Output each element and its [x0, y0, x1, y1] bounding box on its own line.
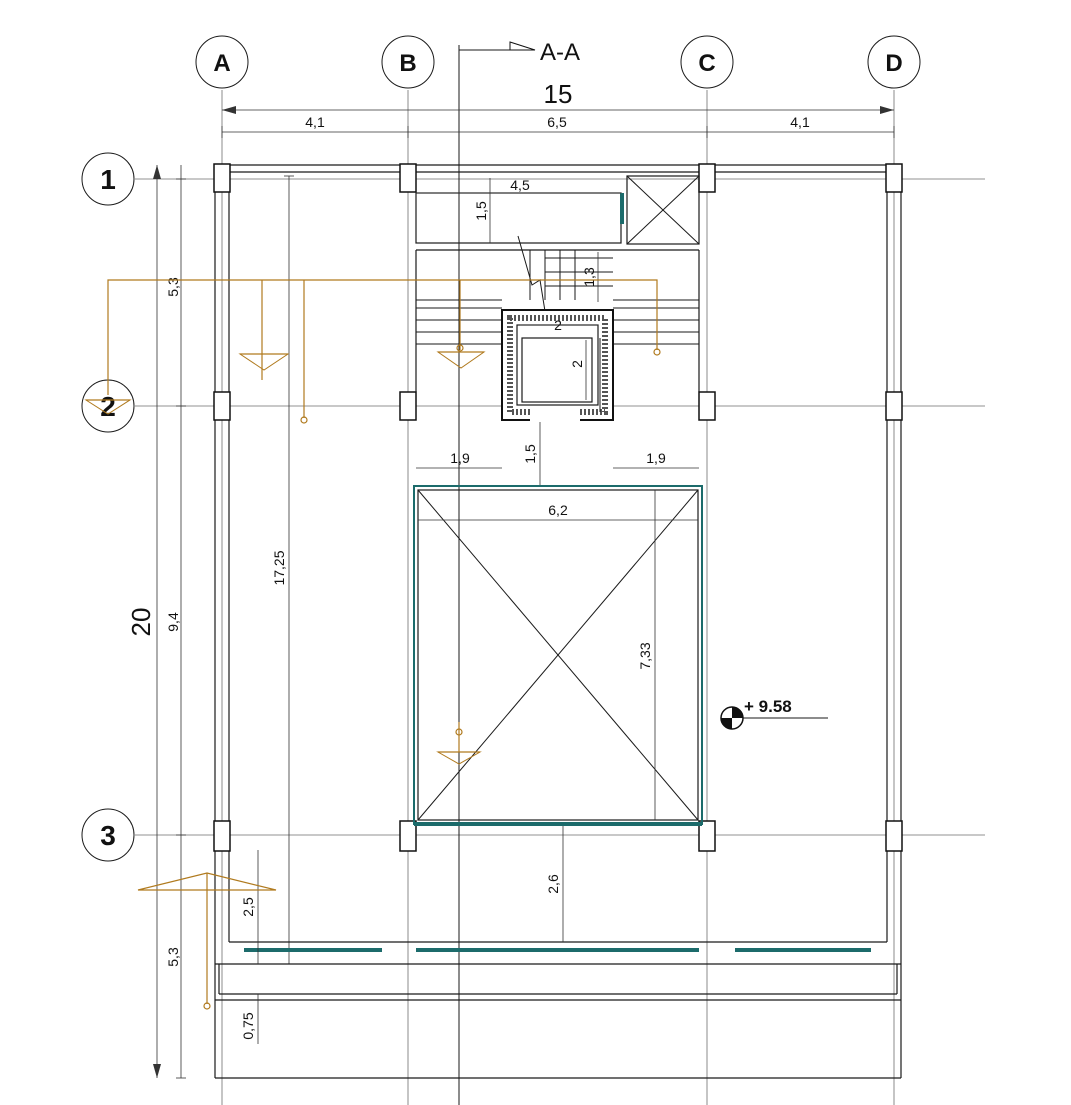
- svg-text:1,9: 1,9: [450, 450, 470, 466]
- stair: 1,3: [415, 235, 700, 392]
- svg-text:2,6: 2,6: [545, 874, 561, 894]
- svg-text:5,3: 5,3: [165, 277, 181, 297]
- courtyard-void: 6,2 7,33: [413, 485, 703, 826]
- svg-text:5,3: 5,3: [165, 947, 181, 967]
- svg-text:1,9: 1,9: [646, 450, 666, 466]
- svg-text:1,5: 1,5: [522, 444, 538, 464]
- svg-text:3: 3: [100, 820, 116, 851]
- columns: [213, 163, 903, 852]
- svg-text:4,1: 4,1: [305, 114, 325, 130]
- svg-text:1,3: 1,3: [581, 267, 597, 287]
- gap-dimensions: 1,9 1,5 1,9: [416, 422, 699, 486]
- top-dimensions: 15 4,1 6,5 4,1: [221, 79, 895, 138]
- svg-text:B: B: [399, 50, 416, 77]
- svg-text:C: C: [698, 50, 715, 77]
- svg-text:2: 2: [100, 391, 116, 422]
- overall-width-label: 15: [544, 79, 573, 109]
- section-markers: [84, 279, 661, 1010]
- level-marker-label: + 9.58: [744, 697, 792, 716]
- grid-bubble-3: 3: [81, 808, 135, 862]
- grid-bubble-d: D: [867, 35, 921, 89]
- svg-text:A: A: [213, 50, 230, 77]
- svg-text:2,5: 2,5: [240, 897, 256, 917]
- svg-text:2: 2: [554, 317, 562, 333]
- svg-text:6,5: 6,5: [547, 114, 567, 130]
- grid-bubble-a: A: [195, 35, 249, 89]
- svg-text:1: 1: [100, 164, 116, 195]
- grid-lines: [135, 45, 985, 1105]
- svg-text:9,4: 9,4: [165, 612, 181, 632]
- front-area: 2,6 2,5 0,75: [240, 826, 871, 1044]
- grid-bubble-1: 1: [81, 152, 135, 206]
- outer-walls: [214, 164, 902, 1079]
- svg-text:4,5: 4,5: [510, 177, 530, 193]
- svg-text:7,33: 7,33: [637, 642, 653, 669]
- overall-depth-label: 20: [126, 608, 156, 637]
- section-marker-aa: A-A: [459, 39, 580, 66]
- svg-text:2: 2: [569, 360, 585, 368]
- svg-text:6,2: 6,2: [548, 502, 568, 518]
- svg-text:0,75: 0,75: [240, 1012, 256, 1039]
- top-strip: 4,5 1,5: [415, 175, 700, 245]
- elevator-shaft: 2 2: [501, 309, 614, 422]
- svg-text:D: D: [885, 50, 902, 77]
- left-dimensions: 20 5,3 9,4 5,3 17,25: [126, 165, 294, 1079]
- svg-text:4,1: 4,1: [790, 114, 810, 130]
- svg-text:1,5: 1,5: [473, 201, 489, 221]
- svg-text:17,25: 17,25: [271, 550, 287, 585]
- level-marker: + 9.58: [720, 697, 828, 730]
- grid-bubble-b: B: [381, 35, 435, 89]
- svg-text:A-A: A-A: [540, 39, 580, 66]
- grid-bubble-c: C: [680, 35, 734, 89]
